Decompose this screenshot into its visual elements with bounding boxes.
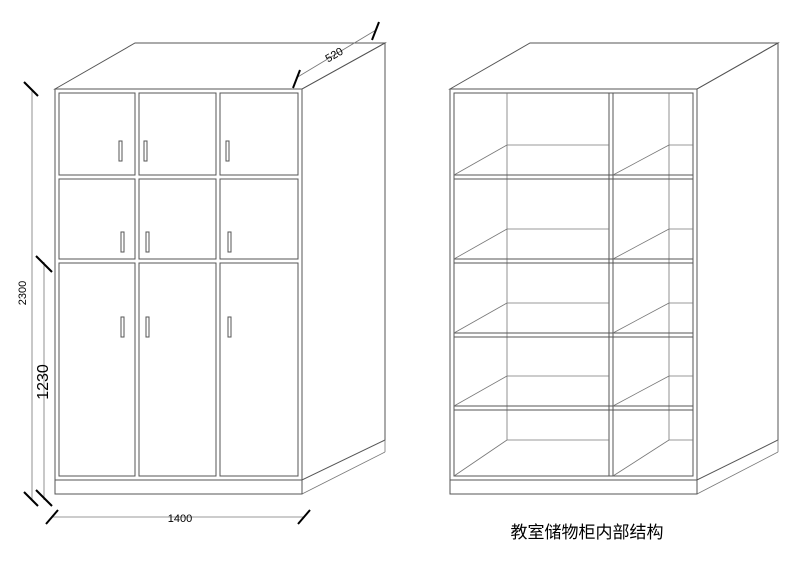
caption: 教室储物柜内部结构: [511, 523, 664, 542]
door-grid: [58, 92, 299, 477]
shelf: [453, 144, 693, 180]
interior-plinth: [449, 479, 698, 495]
door-middle-right[interactable]: [219, 178, 299, 260]
door-middle-left[interactable]: [58, 178, 136, 260]
shelf: [453, 375, 693, 411]
interior-top-face: [448, 42, 780, 90]
door-lower-left[interactable]: [58, 262, 136, 477]
shelf: [453, 228, 693, 264]
interior-front: [449, 88, 698, 481]
cabinet-side-face: [301, 42, 386, 481]
lower-height-label: 1230: [35, 364, 52, 400]
cabinet-floor: [453, 439, 693, 477]
handle-icon[interactable]: [120, 231, 125, 253]
total-height-label: 2300: [17, 281, 29, 305]
handle-icon[interactable]: [227, 316, 232, 338]
dimension-annotations: 520 2300 1230 1400: [17, 21, 380, 525]
door-top-middle[interactable]: [138, 92, 217, 176]
depth-label: 520: [324, 46, 346, 66]
cabinet-front: [54, 88, 303, 481]
handle-icon[interactable]: [145, 316, 150, 338]
handle-icon[interactable]: [143, 140, 148, 162]
side-base-line: [301, 451, 386, 495]
door-top-right[interactable]: [219, 92, 299, 176]
handle-icon[interactable]: [145, 231, 150, 253]
shelf: [453, 302, 693, 338]
width-label: 1400: [168, 513, 192, 525]
door-lower-right[interactable]: [219, 262, 299, 477]
handle-icon[interactable]: [118, 140, 123, 162]
depth-dimension-line: [295, 29, 377, 79]
door-top-left[interactable]: [58, 92, 136, 176]
cabinet-plinth: [54, 479, 303, 495]
handle-icon[interactable]: [227, 231, 232, 253]
closed-cabinet: [53, 42, 387, 495]
door-handles: [118, 140, 232, 338]
open-cabinet-interior: [448, 42, 780, 495]
handle-icon[interactable]: [120, 316, 125, 338]
door-lower-middle[interactable]: [138, 262, 217, 477]
handle-icon[interactable]: [225, 140, 230, 162]
door-middle-middle[interactable]: [138, 178, 217, 260]
interior-side-face: [696, 42, 779, 481]
